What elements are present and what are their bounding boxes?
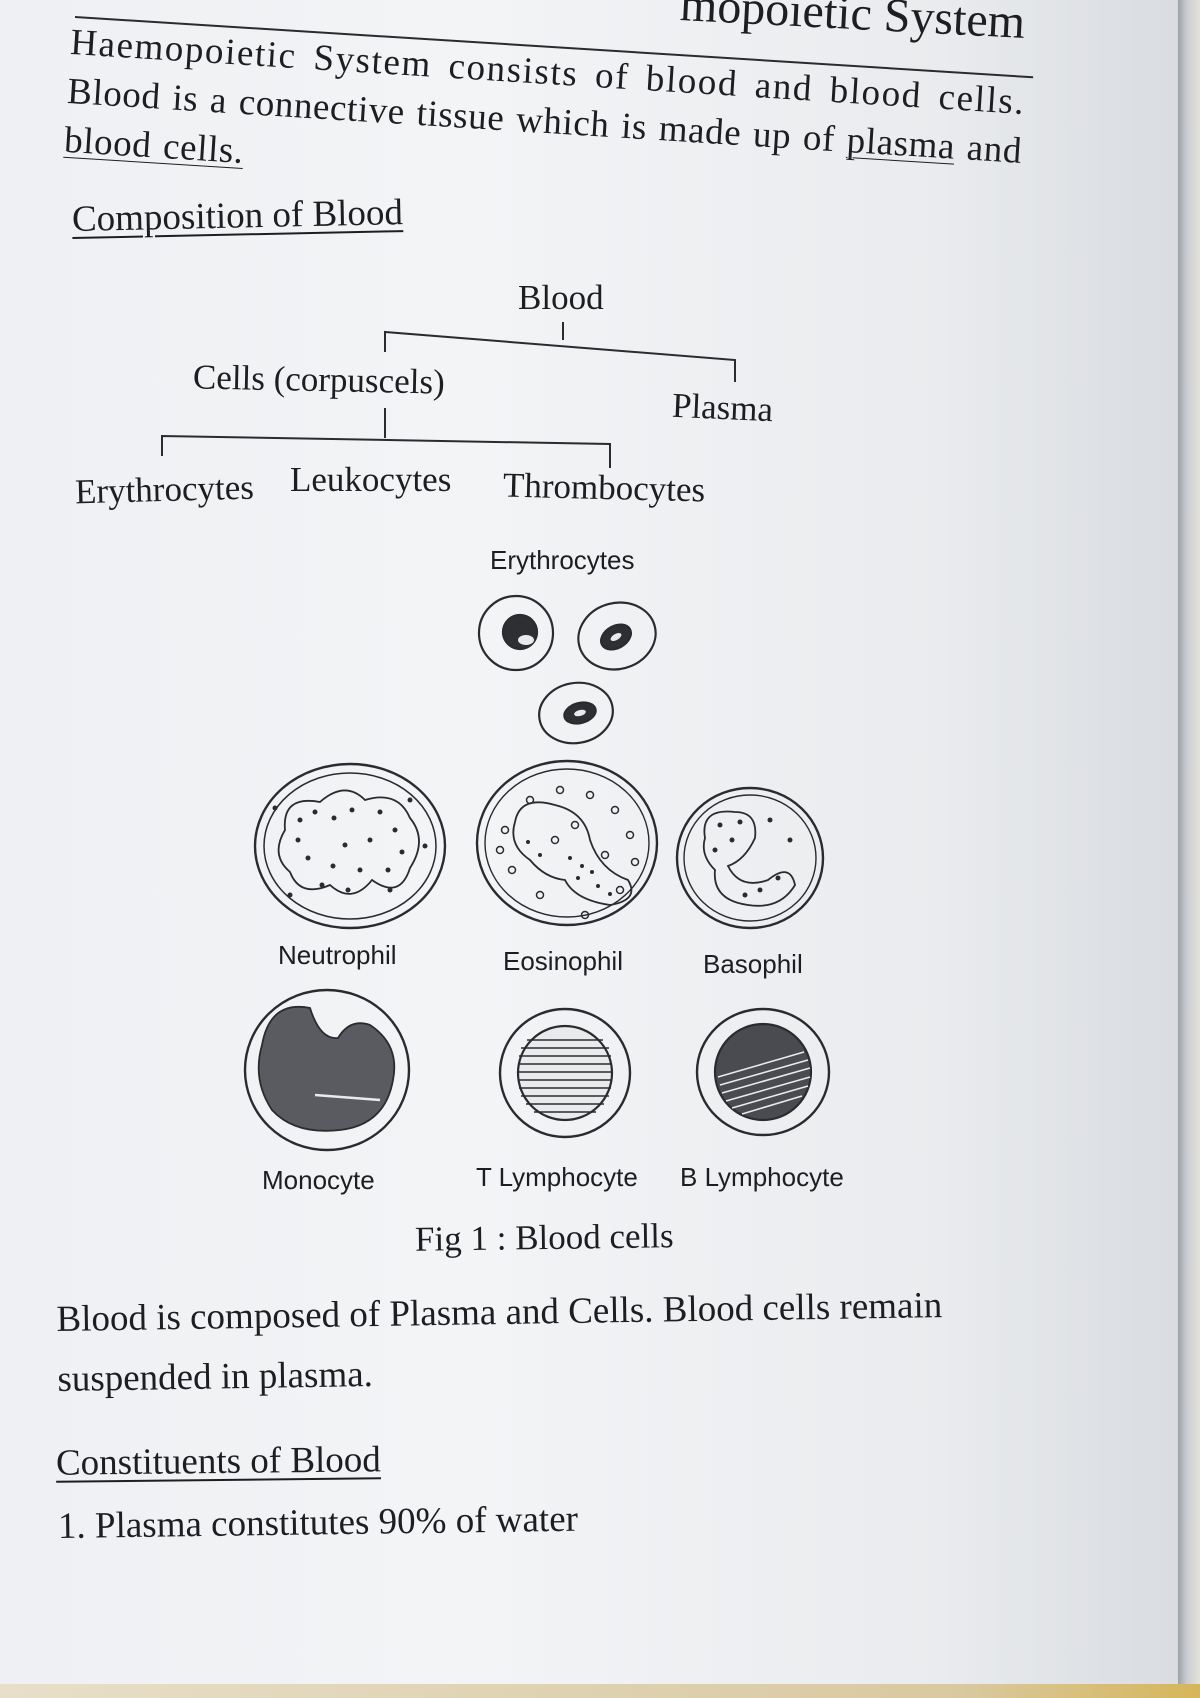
tree-leukocytes: Leukocytes [290,460,452,499]
erythrocyte-cell-2 [577,601,657,671]
erythrocyte-cell-3 [538,681,614,745]
figure-label-neutrophil: Neutrophil [278,940,397,970]
b-lymphocyte-cell [695,1007,831,1137]
constituent-item-1: 1. Plasma constitutes 90% of water [57,1498,579,1547]
blood-cells-figure [243,594,831,1152]
neutrophil-cell [253,762,447,930]
figure-label-eosinophil: Eosinophil [503,946,623,976]
figure-label-erythrocytes: Erythrocytes [490,545,635,575]
summary-line-2: suspended in plasma. [57,1354,374,1400]
table-surface-strip [0,1684,1200,1698]
figure-label-t-lymphocyte: T Lymphocyte [476,1162,638,1192]
figure-label-monocyte: Monocyte [262,1165,375,1195]
constituents-heading: Constituents of Blood [55,1439,382,1484]
erythrocyte-cell-1 [477,594,555,672]
figure-caption: Fig 1 : Blood cells [414,1216,674,1259]
page-edge [1178,0,1200,1698]
monocyte-cell [243,988,411,1152]
summary-paragraph: Blood is composed of Plasma and Cells. B… [56,1276,944,1410]
figure-label-basophil: Basophil [703,949,803,979]
basophil-cell [675,786,825,930]
figure-label-b-lymphocyte: B Lymphocyte [680,1162,844,1192]
eosinophil-cell [475,759,659,927]
tree-root-blood: Blood [518,278,604,317]
classification-tree-lines [161,322,736,468]
t-lymphocyte-cell [498,1007,632,1139]
